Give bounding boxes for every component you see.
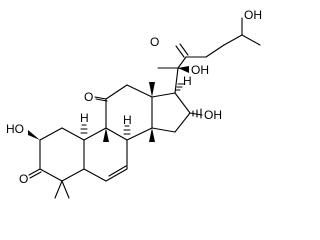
hash-c17-h (175, 83, 185, 91)
hash-c8-h (123, 125, 131, 135)
chemical-structure-diagram: OH O OH O H OH HO H H O (6, 8, 262, 199)
label-h-c10: H (80, 111, 89, 125)
label-o-c3: O (19, 172, 28, 186)
stereo-bonds (28, 66, 202, 142)
hash-c10-h (80, 124, 88, 134)
atom-labels: OH O OH O H OH HO H H O (6, 8, 262, 186)
hash-c16-oh (192, 108, 202, 119)
ring-c (94, 84, 153, 141)
ring-b (83, 127, 128, 182)
wedge-c14-methyl (149, 128, 155, 142)
label-h-c8: H (123, 113, 132, 127)
ring-a (28, 127, 85, 199)
wedge-c2-ho (28, 130, 40, 140)
wedge-c13-methyl (149, 82, 155, 97)
label-oh-c20: OH (191, 63, 209, 77)
label-ho-c2: HO (6, 122, 24, 136)
label-oh-side-chain-end: OH (244, 8, 262, 22)
side-chain (157, 17, 261, 94)
label-o-c11: O (84, 90, 93, 104)
ring-d (151, 92, 203, 133)
label-o-side-chain-ketone: O (150, 35, 159, 49)
label-h-c17: H (183, 74, 192, 88)
label-oh-c16: OH (204, 108, 222, 122)
wedge-c9-methyl (103, 128, 109, 142)
wedge-c20-oh (178, 66, 189, 73)
